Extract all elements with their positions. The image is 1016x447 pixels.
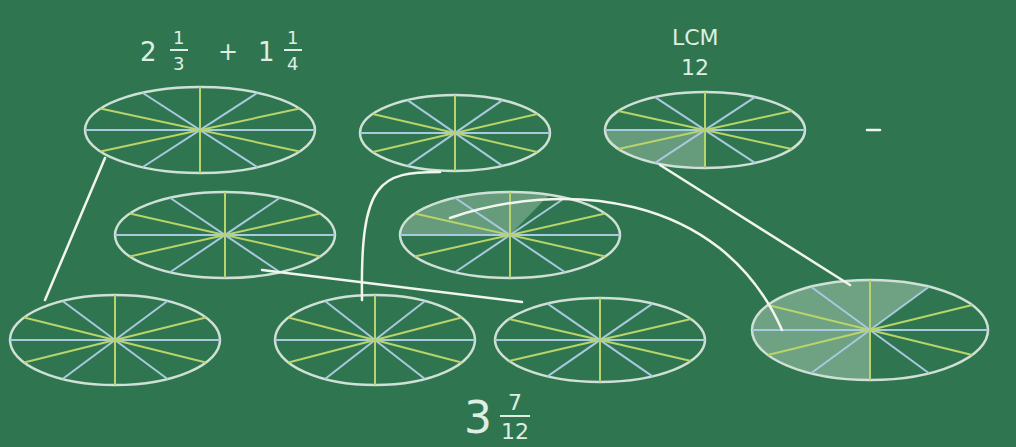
numerator: 7 — [508, 392, 522, 414]
fraction-circle — [360, 95, 550, 171]
chalk-mark — [867, 129, 880, 132]
fraction-circle — [752, 280, 988, 380]
numerator: 1 — [173, 29, 184, 47]
spoke-line — [373, 114, 538, 152]
whole-number: 3 — [464, 396, 492, 440]
shaded-parts — [400, 130, 929, 380]
denominator: 3 — [173, 55, 184, 73]
spoke-line — [130, 214, 321, 257]
lcm-label: LCM — [672, 27, 719, 49]
spoke-line — [509, 319, 691, 361]
fraction-circle — [115, 192, 335, 278]
chalk-line — [450, 199, 782, 330]
lcm-value: 12 — [681, 57, 709, 79]
spoke-line — [288, 318, 461, 363]
fraction-circle — [495, 298, 705, 382]
fraction-bar — [170, 49, 188, 51]
plus-sign: + — [218, 40, 238, 64]
fraction-bar — [284, 49, 302, 51]
fraction-bars — [170, 50, 530, 416]
fraction-circle — [400, 192, 620, 278]
spoke-line — [768, 305, 972, 355]
denominator: 4 — [287, 55, 298, 73]
chalk-line — [362, 172, 440, 300]
fraction-circle — [85, 87, 315, 173]
chalk-line — [262, 270, 522, 302]
fraction-bar — [500, 415, 530, 417]
spoke-line — [618, 111, 791, 149]
spoke-line — [100, 109, 299, 152]
fraction-circle — [605, 92, 805, 168]
whole-number: 2 — [140, 39, 157, 65]
wheel-group — [10, 87, 988, 385]
chalk-line — [660, 165, 850, 285]
fraction-circle — [275, 295, 475, 385]
shaded-sector — [400, 191, 550, 235]
spoke-line — [24, 318, 206, 363]
spoke-line — [415, 214, 606, 257]
denominator: 12 — [501, 421, 529, 443]
numerator: 1 — [287, 29, 298, 47]
fraction-circle — [10, 295, 220, 385]
whole-number: 1 — [258, 39, 275, 65]
chalk-lines — [45, 130, 880, 330]
chalk-line — [45, 158, 105, 300]
